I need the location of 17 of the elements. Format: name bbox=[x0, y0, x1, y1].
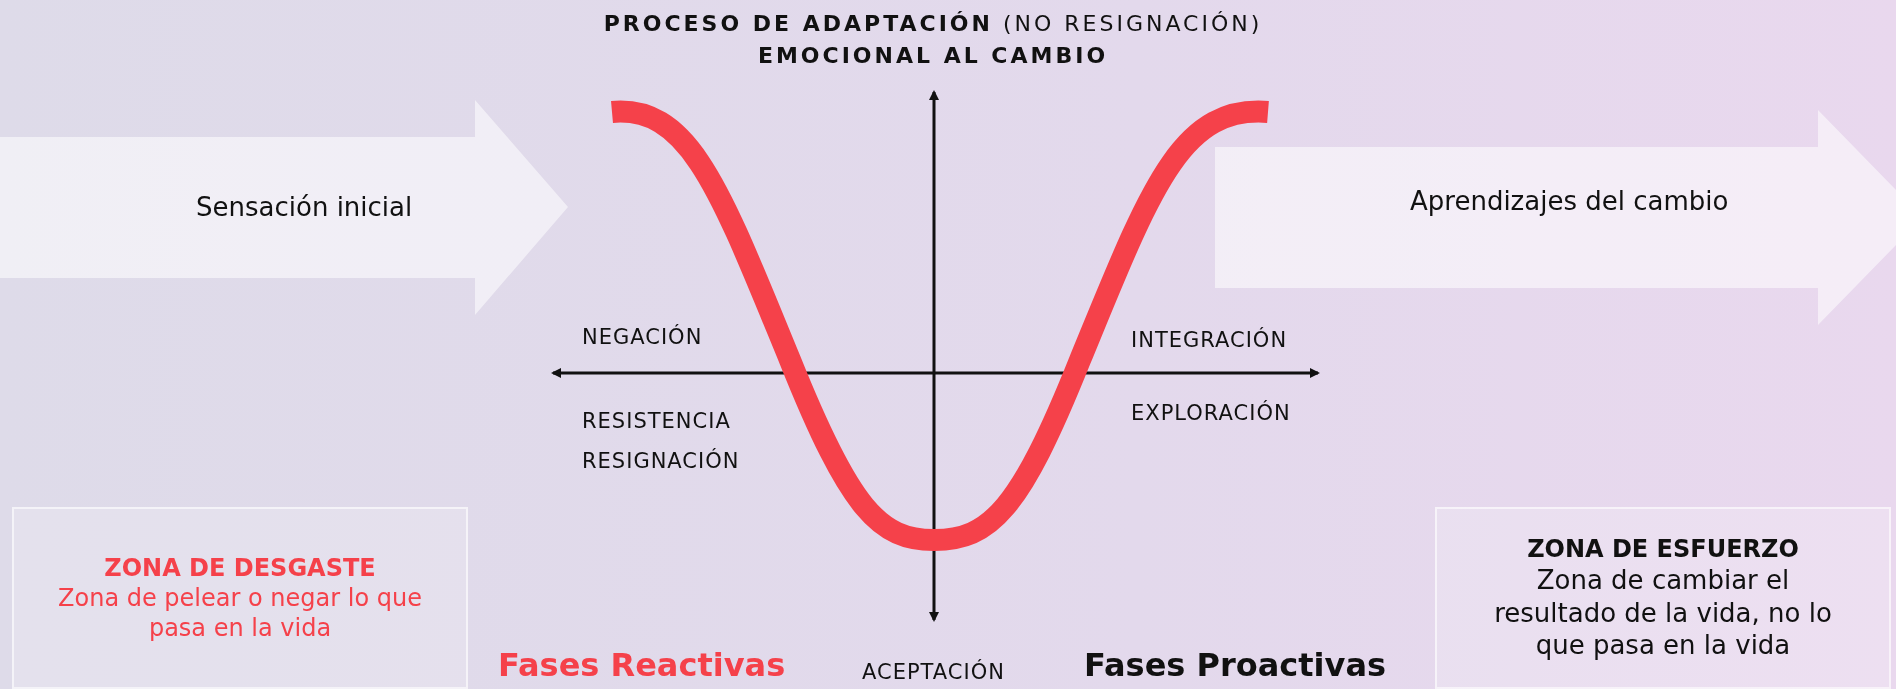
phase-label: INTEGRACIÓN bbox=[1131, 328, 1288, 352]
phase-label: ACEPTACIÓN bbox=[862, 660, 1005, 684]
zone-description: Zona de pelear o negar lo que pasa en la vida bbox=[57, 583, 423, 643]
arrow-label: Sensación inicial bbox=[196, 192, 413, 222]
arrow-label: Aprendizajes del cambio bbox=[1410, 186, 1729, 216]
zone-card bbox=[1435, 507, 1891, 689]
phase-label: EXPLORACIÓN bbox=[1131, 401, 1291, 425]
phase-group-heading: Fases Reactivas bbox=[498, 646, 786, 684]
zone-heading: ZONA DE ESFUERZO bbox=[1526, 534, 1800, 565]
phase-label: RESISTENCIA bbox=[582, 409, 731, 433]
zone-heading: ZONA DE DESGASTE bbox=[103, 553, 377, 583]
title: PROCESO DE ADAPTACIÓN (NO RESIGNACIÓN) EMOCIONAL AL CAMBIO bbox=[602, 10, 1264, 70]
phase-group-heading: Fases Proactivas bbox=[1084, 646, 1387, 684]
phase-label: NEGACIÓN bbox=[582, 325, 703, 349]
zone-description: Zona de cambiar el resultado de la vida, no lo que pasa en la vida bbox=[1493, 564, 1833, 662]
zone-card bbox=[12, 507, 468, 689]
phase-label: RESIGNACIÓN bbox=[582, 449, 740, 473]
